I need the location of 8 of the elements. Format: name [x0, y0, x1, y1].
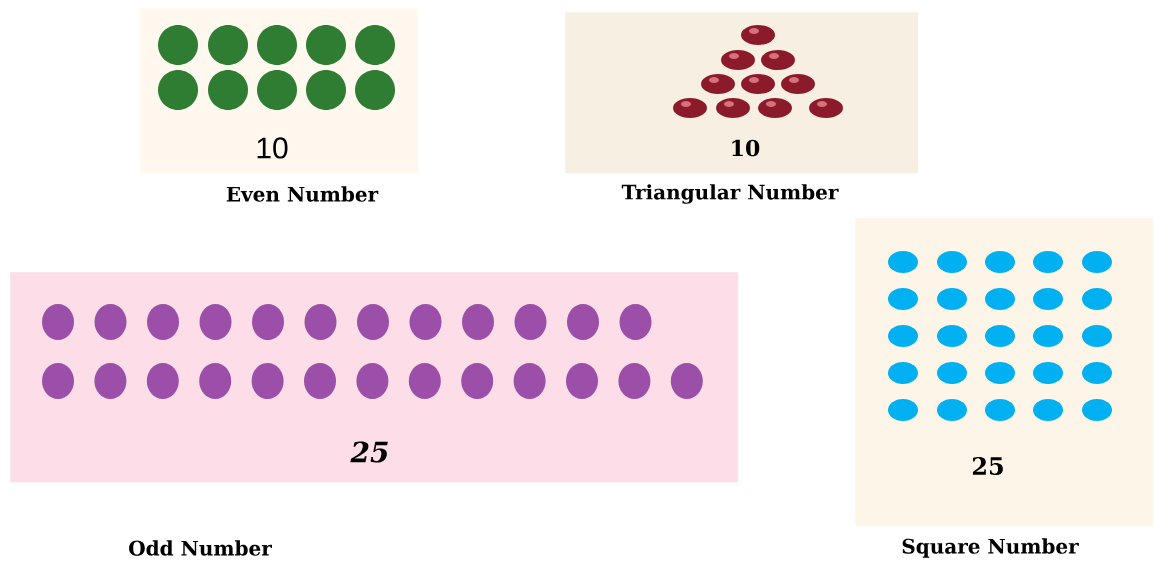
number-label: 10 [732, 139, 760, 157]
node-label: Triangular Number [621, 184, 839, 204]
number-label: 25 [972, 456, 1003, 476]
node-label: Square Number [902, 538, 1079, 558]
number-label: 10 [257, 137, 288, 159]
number-label: 25 [350, 441, 388, 463]
node-label: Odd Number [129, 540, 272, 556]
node-label: Even Number [226, 186, 379, 202]
